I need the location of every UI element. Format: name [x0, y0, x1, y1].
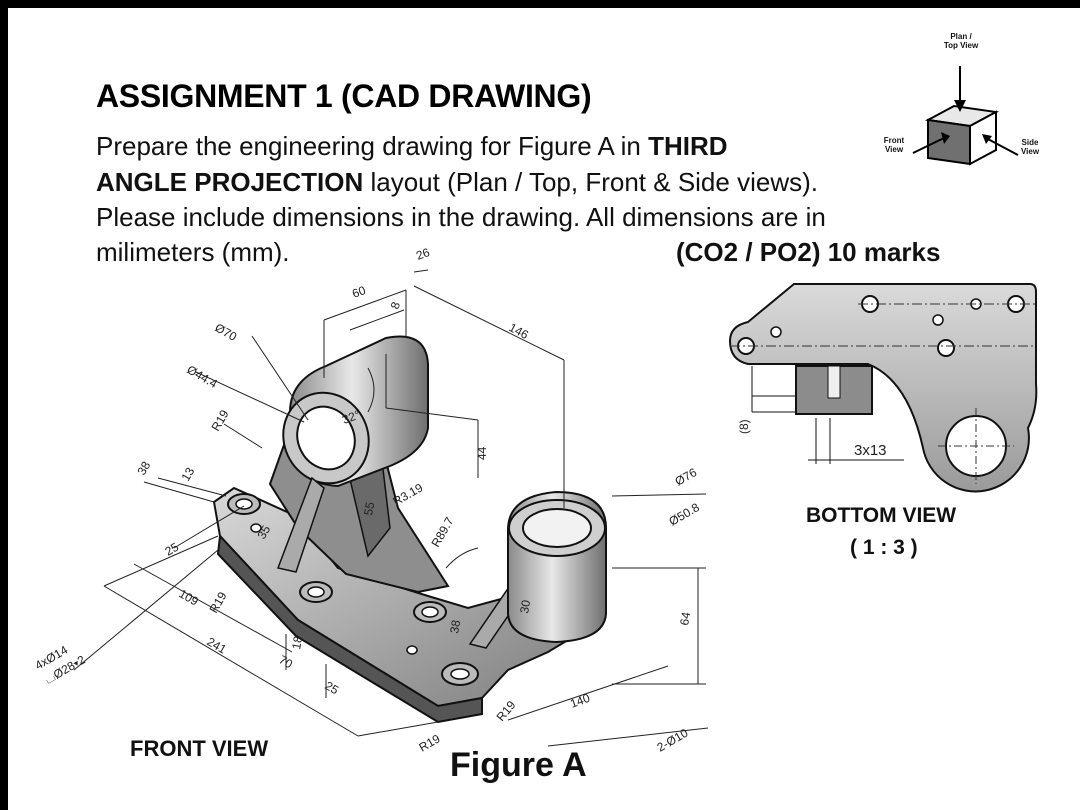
bottom-view-scale: ( 1 : 3 ) [850, 536, 918, 559]
dim-dia508: Ø50.8 [667, 500, 703, 529]
figure-label: Figure A [450, 746, 587, 784]
dim-r19a: R19 [208, 407, 231, 433]
dim-holes: 2-Ø10 [655, 726, 691, 755]
front-view-label: FRONT VIEW [130, 736, 269, 761]
dim-38: 38 [134, 459, 153, 478]
dim-r19d: R19 [417, 731, 443, 754]
slide: ASSIGNMENT 1 (CAD DRAWING) Prepare the e… [8, 8, 1080, 810]
instruction-line-1: Prepare the engineering drawing for Figu… [96, 131, 728, 161]
dim-64: 64 [677, 611, 693, 627]
dim-70: 70 [277, 652, 296, 671]
dim-30: 30 [517, 599, 533, 615]
cube-plan-label: Plan /Top View [943, 32, 979, 50]
instruction-line-2: ANGLE PROJECTION layout (Plan / Top, Fro… [96, 167, 818, 197]
dim-r19b: R19 [206, 589, 229, 615]
dim-55: 55 [361, 501, 377, 517]
dim-44: 44 [475, 446, 489, 460]
marks-label: (CO2 / PO2) 10 marks [676, 237, 941, 267]
assignment-title: ASSIGNMENT 1 (CAD DRAWING) [96, 78, 592, 114]
dim-dia76: Ø76 [673, 465, 700, 489]
drawing-canvas: (8) 3x13 [33, 66, 1038, 755]
dim-241: 241 [205, 634, 230, 656]
dim-r19c: R19 [494, 698, 519, 724]
dim-13: 13 [178, 465, 197, 484]
dim-38b: 38 [447, 619, 463, 635]
dim-25b: 25 [323, 678, 342, 697]
dim-35: 35 [254, 523, 273, 542]
dim-ang32: 32° [340, 407, 362, 426]
dim-dia70: Ø70 [213, 320, 240, 344]
dim-r319: R3.19 [391, 480, 426, 508]
dim-18: 18 [289, 635, 305, 651]
dim-r89: R89.7 [428, 514, 456, 549]
dim-60: 60 [350, 283, 368, 301]
projection-cube-icon [912, 66, 1019, 166]
dim-3x13: 3x13 [854, 442, 887, 459]
dim-140: 140 [568, 691, 592, 711]
dim-8b: (8) [737, 419, 751, 434]
dim-146: 146 [507, 320, 532, 342]
isometric-part-drawing: 26 60 8 146 Ø70 Ø44.4 R19 32° 44 38 13 3… [33, 245, 709, 755]
dim-dia44: Ø44.4 [185, 362, 221, 391]
bottom-view-label: BOTTOM VIEW [806, 504, 957, 527]
dim-25a: 25 [163, 540, 182, 559]
instruction-line-4: milimeters (mm). [96, 237, 290, 267]
dim-8: 8 [388, 300, 404, 311]
bottom-view-drawing: (8) 3x13 [728, 283, 1038, 493]
instruction-line-3: Please include dimensions in the drawing… [96, 202, 826, 232]
dim-26: 26 [414, 245, 432, 263]
